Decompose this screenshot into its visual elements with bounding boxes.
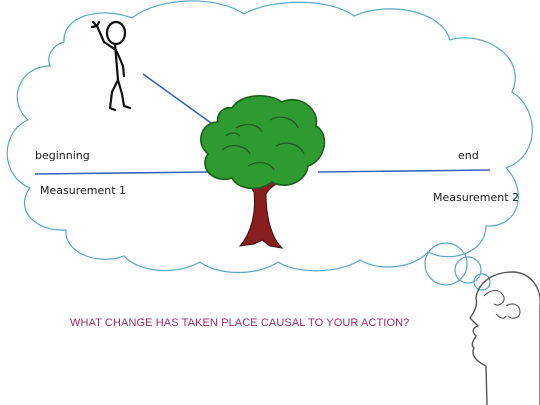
label-beginning: beginning — [35, 149, 90, 162]
baseline-left — [34, 171, 211, 175]
label-measurement-2: Measurement 2 — [433, 191, 520, 204]
stick-figure-icon — [90, 20, 132, 112]
thought-bubble-small-icon — [473, 273, 491, 291]
baseline-right — [317, 169, 491, 173]
thought-bubble-medium-icon — [454, 256, 482, 284]
label-end: end — [458, 149, 479, 162]
thought-bubble-large-icon — [424, 242, 468, 286]
label-measurement-1: Measurement 1 — [40, 184, 127, 197]
tree-foliage — [199, 95, 326, 190]
question-text: WHAT CHANGE HAS TAKEN PLACE CAUSAL TO YO… — [70, 317, 410, 329]
tree-icon — [199, 95, 326, 249]
thought-cloud-icon — [6, 0, 533, 274]
thinking-head-icon — [469, 271, 540, 405]
